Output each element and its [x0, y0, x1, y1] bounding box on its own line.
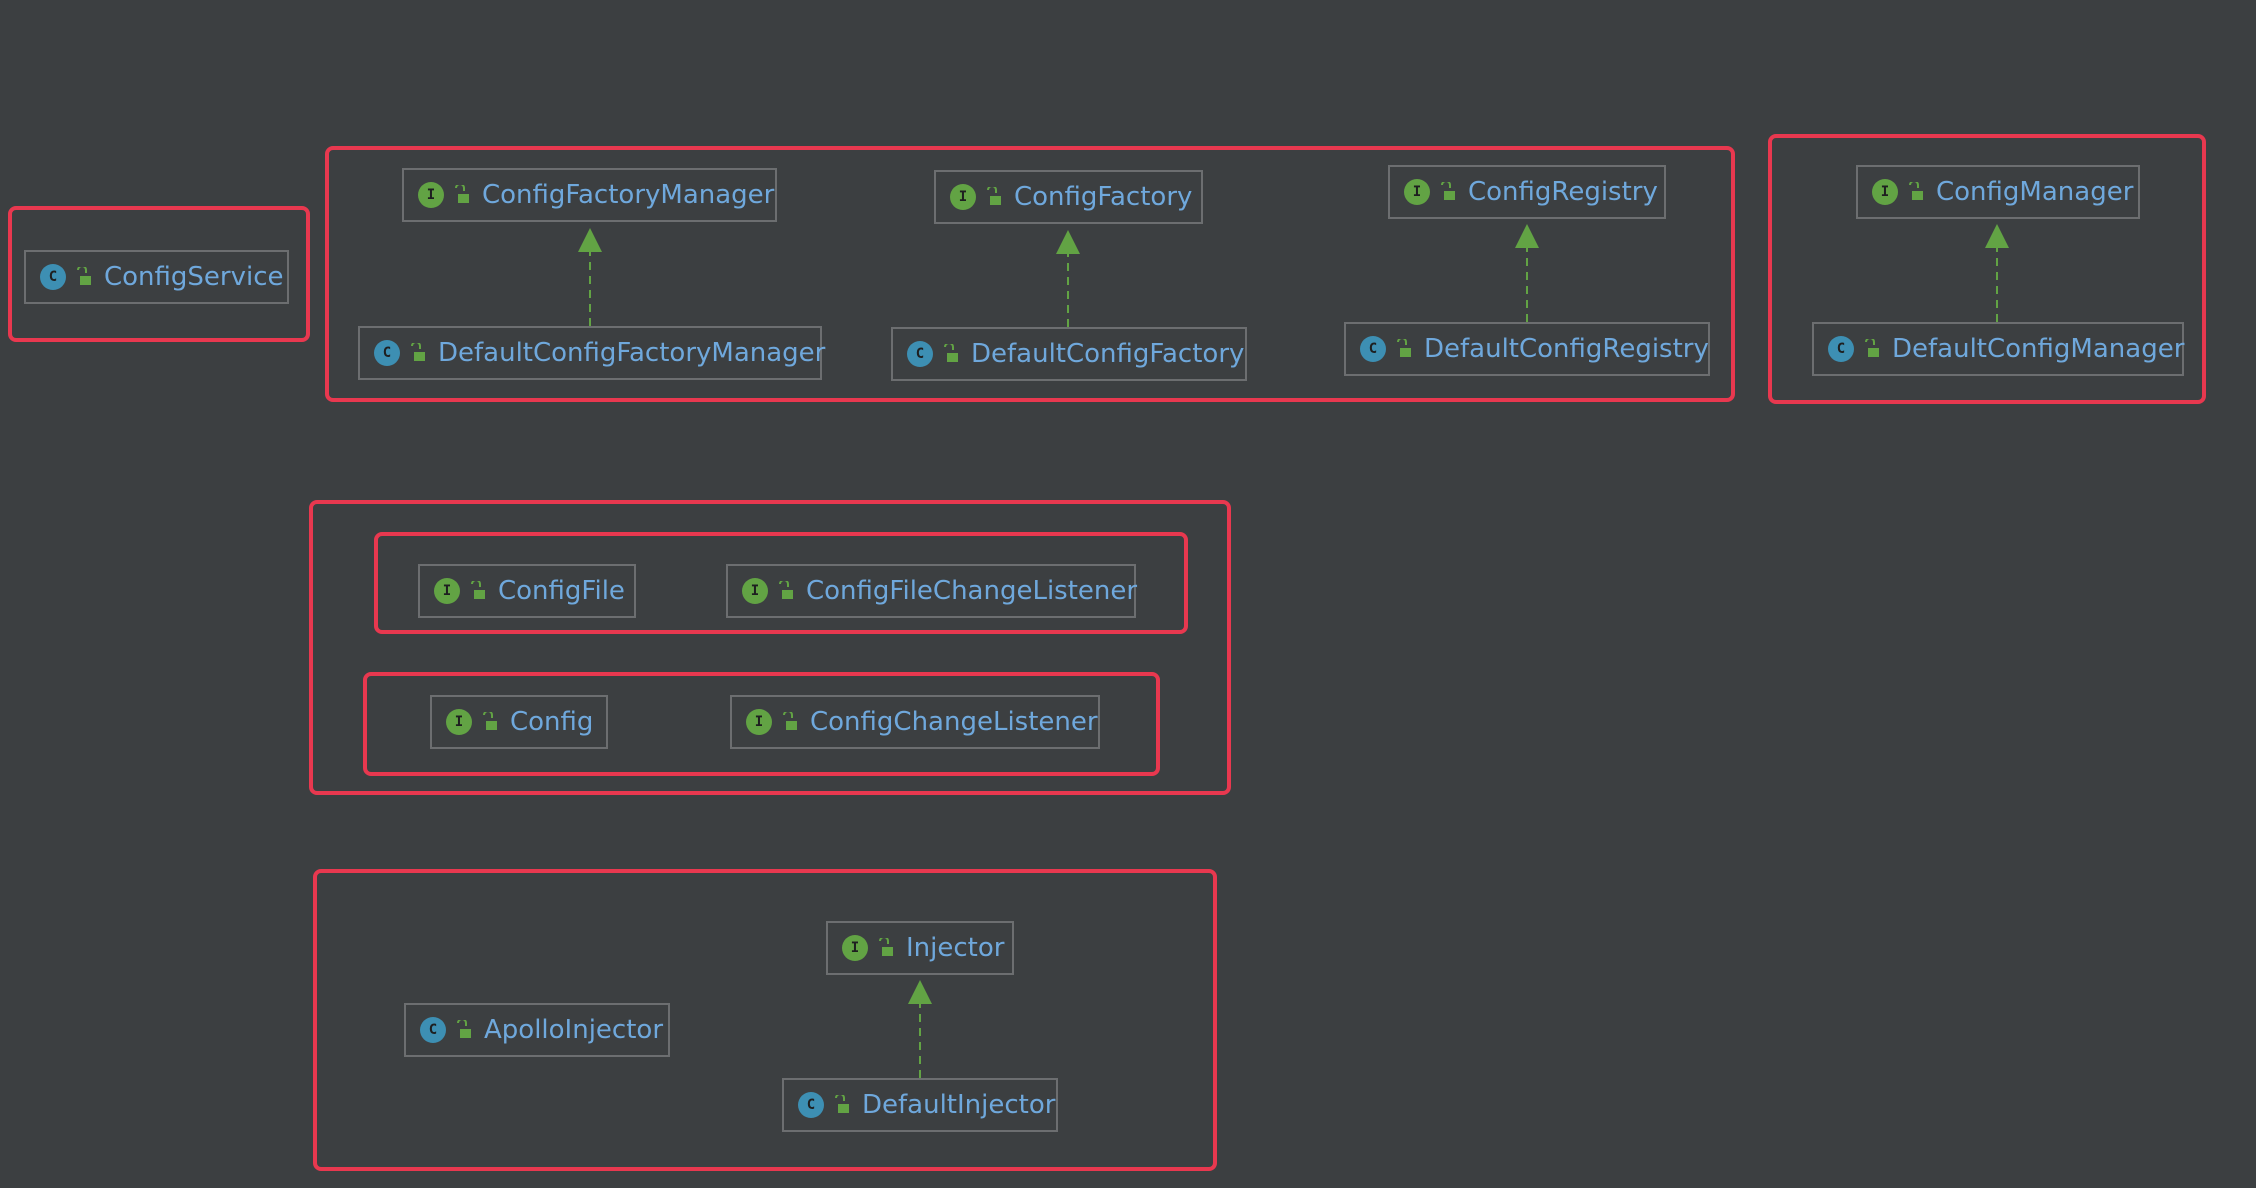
node-default-injector[interactable]: C DefaultInjector	[782, 1078, 1058, 1132]
edge-implements-config-factory-manager	[578, 228, 602, 326]
class-badge-icon: C	[798, 1092, 824, 1118]
public-lock-icon	[483, 712, 497, 730]
node-label: ConfigRegistry	[1468, 177, 1658, 207]
node-label: ConfigChangeListener	[810, 707, 1098, 737]
node-label: ConfigFile	[498, 576, 625, 606]
node-config-factory-manager[interactable]: I ConfigFactoryManager	[402, 168, 777, 222]
node-injector[interactable]: I Injector	[826, 921, 1014, 975]
class-badge-icon: C	[1828, 336, 1854, 362]
group-injector	[313, 869, 1217, 1171]
public-lock-icon	[879, 938, 893, 956]
node-label: ConfigFactory	[1014, 182, 1193, 212]
node-label: DefaultConfigManager	[1892, 334, 2185, 364]
group-config-interfaces	[309, 500, 1231, 795]
public-lock-icon	[779, 581, 793, 599]
group-config-file	[374, 532, 1188, 634]
public-lock-icon	[411, 343, 425, 361]
edge-implements-config-manager	[1985, 224, 2009, 322]
node-config[interactable]: I Config	[430, 695, 608, 749]
group-config-service	[8, 206, 310, 342]
interface-badge-icon: I	[746, 709, 772, 735]
interface-badge-icon: I	[950, 184, 976, 210]
node-config-file-change-listener[interactable]: I ConfigFileChangeListener	[726, 564, 1138, 618]
node-default-config-factory[interactable]: C DefaultConfigFactory	[891, 327, 1247, 381]
node-label: ConfigFactoryManager	[482, 180, 775, 210]
class-badge-icon: C	[907, 341, 933, 367]
node-label: DefaultConfigFactoryManager	[438, 338, 826, 368]
class-badge-icon: C	[374, 340, 400, 366]
interface-badge-icon: I	[418, 182, 444, 208]
public-lock-icon	[77, 267, 91, 285]
node-label: ConfigFileChangeListener	[806, 576, 1138, 606]
class-badge-icon: C	[40, 264, 66, 290]
node-label: DefaultConfigFactory	[971, 339, 1245, 369]
public-lock-icon	[1441, 182, 1455, 200]
node-label: DefaultInjector	[862, 1090, 1056, 1120]
node-label: ConfigService	[104, 262, 284, 292]
interface-badge-icon: I	[1404, 179, 1430, 205]
node-label: ApolloInjector	[484, 1015, 664, 1045]
node-config-registry[interactable]: I ConfigRegistry	[1388, 165, 1666, 219]
node-config-file[interactable]: I ConfigFile	[418, 564, 636, 618]
public-lock-icon	[457, 1020, 471, 1038]
group-config	[363, 672, 1160, 776]
public-lock-icon	[1397, 339, 1411, 357]
edge-implements-config-registry	[1515, 224, 1539, 322]
node-default-config-registry[interactable]: C DefaultConfigRegistry	[1344, 322, 1710, 376]
node-label: ConfigManager	[1936, 177, 2134, 207]
interface-badge-icon: I	[742, 578, 768, 604]
class-badge-icon: C	[1360, 336, 1386, 362]
node-config-service[interactable]: C ConfigService	[24, 250, 289, 304]
public-lock-icon	[1909, 182, 1923, 200]
public-lock-icon	[783, 712, 797, 730]
group-config-manager	[1768, 134, 2206, 404]
node-label: DefaultConfigRegistry	[1424, 334, 1709, 364]
class-badge-icon: C	[420, 1017, 446, 1043]
edge-implements-injector	[908, 980, 932, 1078]
node-default-config-manager[interactable]: C DefaultConfigManager	[1812, 322, 2184, 376]
node-config-manager[interactable]: I ConfigManager	[1856, 165, 2140, 219]
public-lock-icon	[944, 344, 958, 362]
node-config-change-listener[interactable]: I ConfigChangeListener	[730, 695, 1100, 749]
public-lock-icon	[835, 1095, 849, 1113]
node-default-config-factory-manager[interactable]: C DefaultConfigFactoryManager	[358, 326, 826, 380]
node-config-factory[interactable]: I ConfigFactory	[934, 170, 1203, 224]
public-lock-icon	[1865, 339, 1879, 357]
edge-implements-config-factory	[1056, 230, 1080, 327]
public-lock-icon	[987, 187, 1001, 205]
node-label: Config	[510, 707, 594, 737]
interface-badge-icon: I	[1872, 179, 1898, 205]
interface-badge-icon: I	[434, 578, 460, 604]
public-lock-icon	[455, 185, 469, 203]
group-factory-registry	[325, 146, 1735, 402]
interface-badge-icon: I	[842, 935, 868, 961]
public-lock-icon	[471, 581, 485, 599]
node-label: Injector	[906, 933, 1005, 963]
node-apollo-injector[interactable]: C ApolloInjector	[404, 1003, 670, 1057]
interface-badge-icon: I	[446, 709, 472, 735]
